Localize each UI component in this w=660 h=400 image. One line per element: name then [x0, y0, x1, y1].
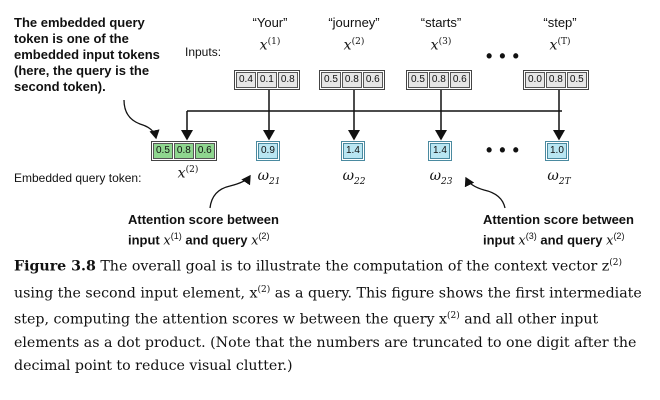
vector-cell: 0.8 — [428, 72, 449, 88]
vector-cell: 0.5 — [153, 143, 173, 159]
score-symbol-T: ω2T — [547, 168, 571, 187]
query-vector: 0.5 0.8 0.6 — [151, 141, 217, 161]
input-vector-1: 0.4 0.1 0.8 — [234, 70, 300, 90]
token-word-T: “step” — [543, 15, 577, 30]
vector-cell: 0.0 — [525, 72, 545, 88]
vector-cell: 0.6 — [362, 72, 383, 88]
vector-cell: 0.8 — [173, 143, 194, 159]
vector-cell: 0.5 — [321, 72, 341, 88]
token-symbol-2: x(2) — [343, 37, 365, 54]
score-value: 1.4 — [343, 143, 363, 159]
callout-left: Attention score between input x(1) and q… — [128, 212, 318, 249]
score-value: 1.4 — [430, 143, 450, 159]
token-word-1: “Your” — [252, 15, 288, 30]
callout-arrow-right — [464, 176, 506, 209]
vector-cell: 0.4 — [236, 72, 256, 88]
scores-ellipsis: • • • — [486, 140, 520, 160]
vector-cell: 0.5 — [408, 72, 428, 88]
inputs-ellipsis: • • • — [486, 46, 520, 66]
score-box-2: 1.4 — [341, 141, 365, 161]
vector-cell: 0.6 — [194, 143, 215, 159]
input-vector-T: 0.0 0.8 0.5 — [523, 70, 589, 90]
score-symbol-3: ω23 — [429, 168, 453, 187]
inputs-label: Inputs: — [185, 45, 222, 59]
annotation-left: The embedded query token is one of the e… — [14, 15, 160, 94]
token-symbol-T: x(T) — [549, 37, 571, 54]
callout-right-line2: input x(3) and query x(2) — [483, 231, 625, 249]
input-vector-2: 0.5 0.8 0.6 — [319, 70, 385, 90]
score-box-3: 1.4 — [428, 141, 452, 161]
score-value: 1.0 — [547, 143, 567, 159]
caption-label: Figure 3.8 — [14, 258, 96, 275]
embedded-query-label: Embedded query token: — [14, 171, 142, 185]
callout-right: Attention score between input x(3) and q… — [483, 212, 658, 249]
score-box-1: 0.9 — [256, 141, 280, 161]
annotation-arrow-left — [123, 99, 160, 140]
callout-arrow-left — [209, 174, 251, 209]
token-symbol-3: x(3) — [430, 37, 452, 54]
vector-cell: 0.8 — [341, 72, 362, 88]
vector-cell: 0.8 — [545, 72, 566, 88]
score-box-T: 1.0 — [545, 141, 569, 161]
score-symbol-2: ω22 — [342, 168, 366, 187]
callout-left-line1: Attention score between — [128, 212, 279, 227]
vector-cell: 0.1 — [256, 72, 277, 88]
token-word-2: “journey” — [328, 15, 380, 30]
callout-right-line1: Attention score between — [483, 212, 634, 227]
token-symbol-1: x(1) — [259, 37, 281, 54]
vector-cell: 0.8 — [277, 72, 298, 88]
score-symbol-1: ω21 — [257, 168, 281, 187]
query-symbol: x(2) — [177, 165, 199, 182]
vector-cell: 0.5 — [566, 72, 587, 88]
figure-caption: Figure 3.8 The overall goal is to illust… — [14, 258, 642, 375]
score-value: 0.9 — [258, 143, 278, 159]
input-vector-3: 0.5 0.8 0.6 — [406, 70, 472, 90]
callout-left-line2: input x(1) and query x(2) — [128, 231, 270, 249]
token-word-3: “starts” — [420, 15, 462, 30]
vector-cell: 0.6 — [449, 72, 470, 88]
